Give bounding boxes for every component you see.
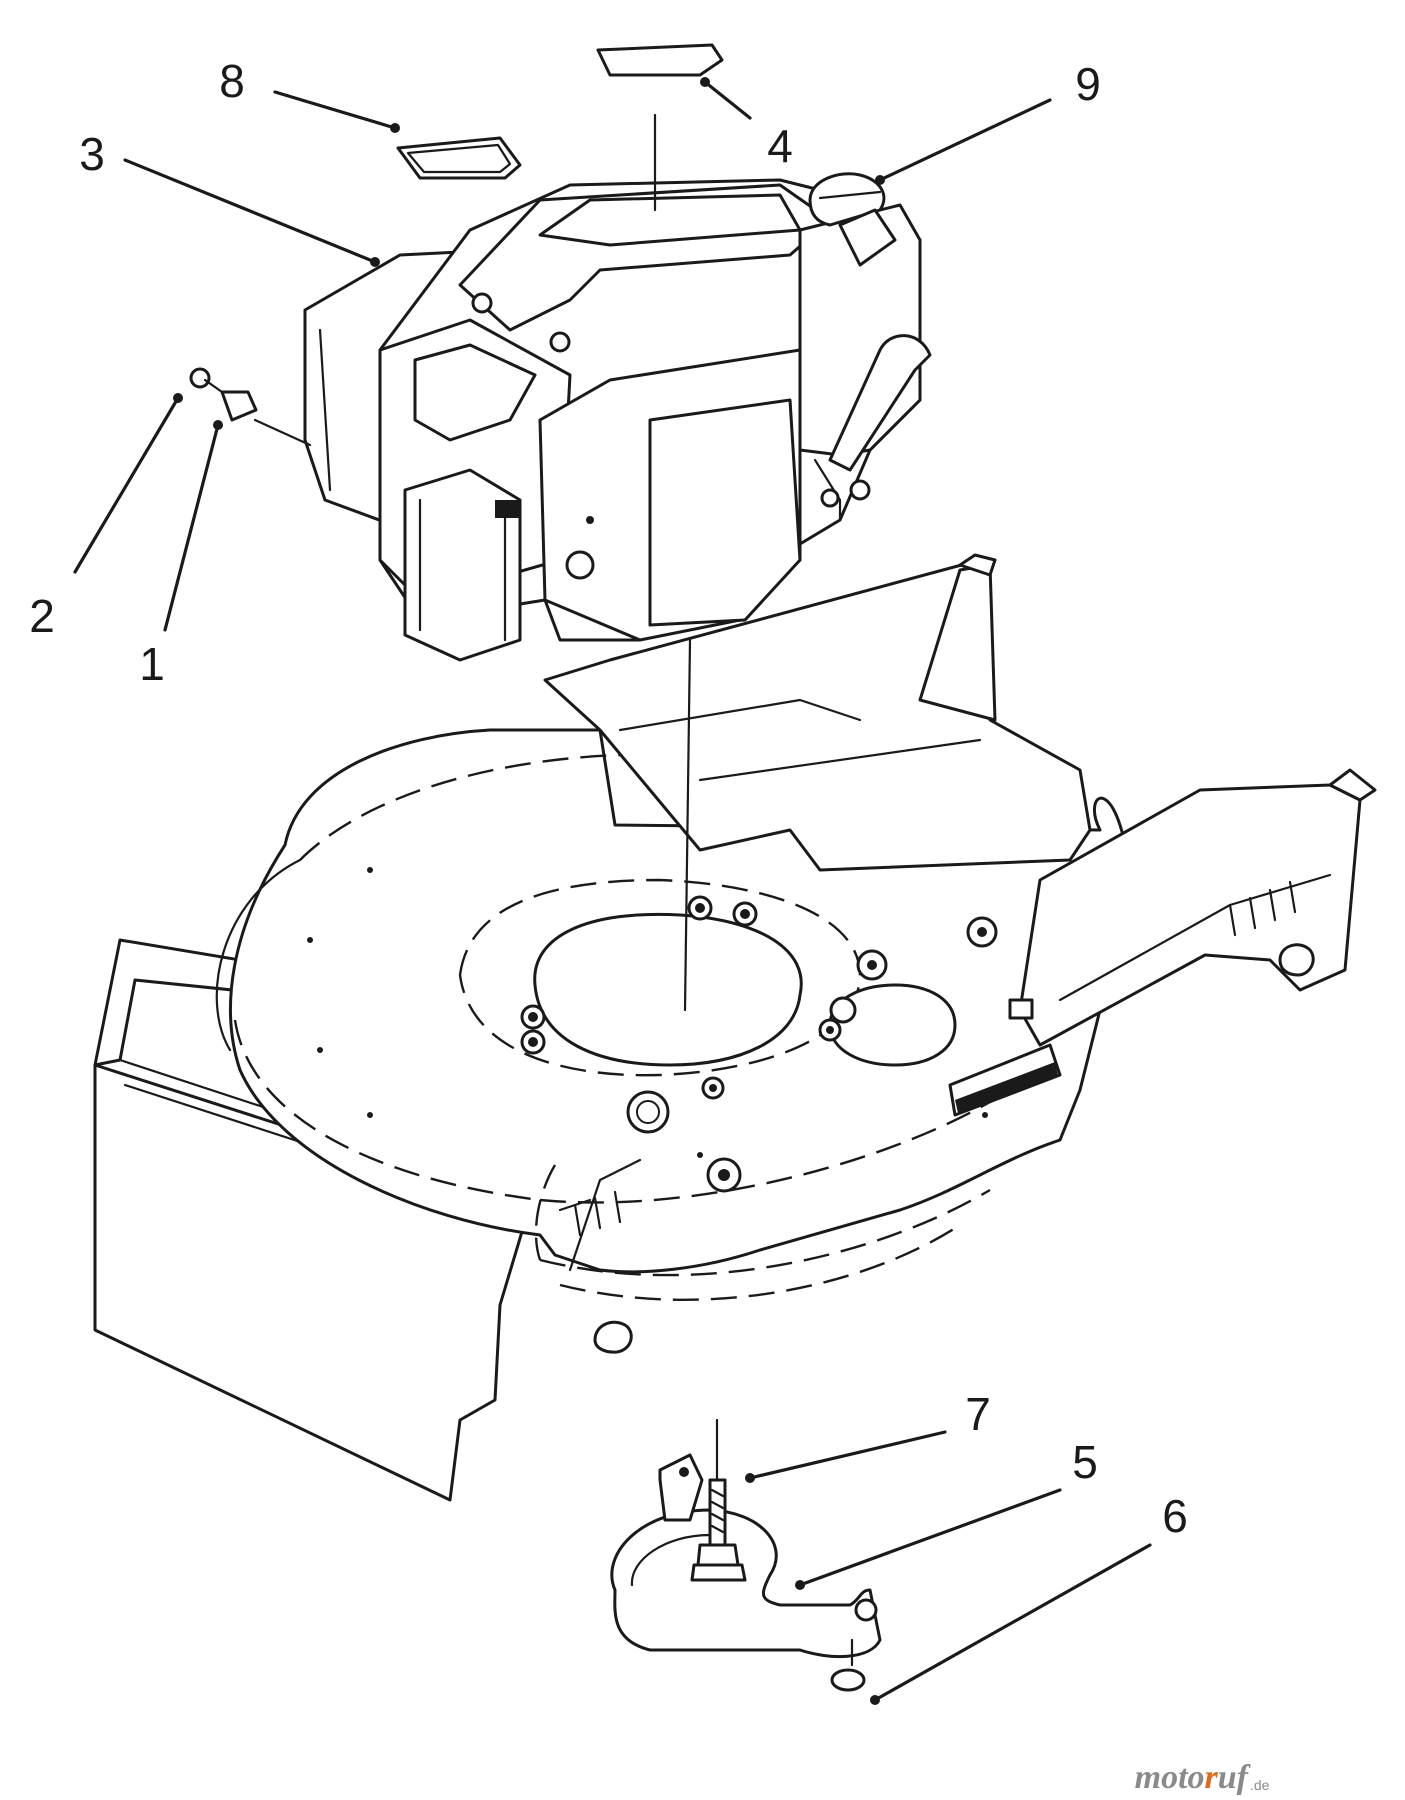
decal-icon xyxy=(596,43,724,77)
svg-text:motoruf: motoruf xyxy=(1135,1759,1252,1796)
callout-7: 7 xyxy=(965,1388,991,1440)
callout-3: 3 xyxy=(79,128,105,180)
watermark-text: moto xyxy=(1135,1759,1205,1796)
callout-9: 9 xyxy=(1075,58,1101,110)
watermark-text-end: uf xyxy=(1218,1759,1252,1796)
callout-6: 6 xyxy=(1162,1490,1188,1542)
callout-1: 1 xyxy=(139,638,165,690)
gasket-icon xyxy=(396,136,522,180)
watermark-accent: r xyxy=(1205,1759,1219,1796)
watermark-tld: .de xyxy=(1250,1777,1270,1793)
bolt-icon xyxy=(690,1478,747,1582)
callout-4: 4 xyxy=(767,120,793,172)
watermark: motoruf .de xyxy=(1135,1759,1270,1796)
mower-deck-icon xyxy=(93,553,1377,1502)
callout-8: 8 xyxy=(219,55,245,107)
blade-icon xyxy=(610,1453,882,1659)
engine-icon xyxy=(253,172,932,662)
clip-icon xyxy=(220,390,258,422)
callout-2: 2 xyxy=(29,590,55,642)
deck-bolt-holes xyxy=(520,895,1034,1193)
leader-lines xyxy=(73,77,1152,1705)
callout-5: 5 xyxy=(1072,1436,1098,1488)
screw-icon xyxy=(189,367,224,394)
screw-icon xyxy=(830,1638,866,1692)
